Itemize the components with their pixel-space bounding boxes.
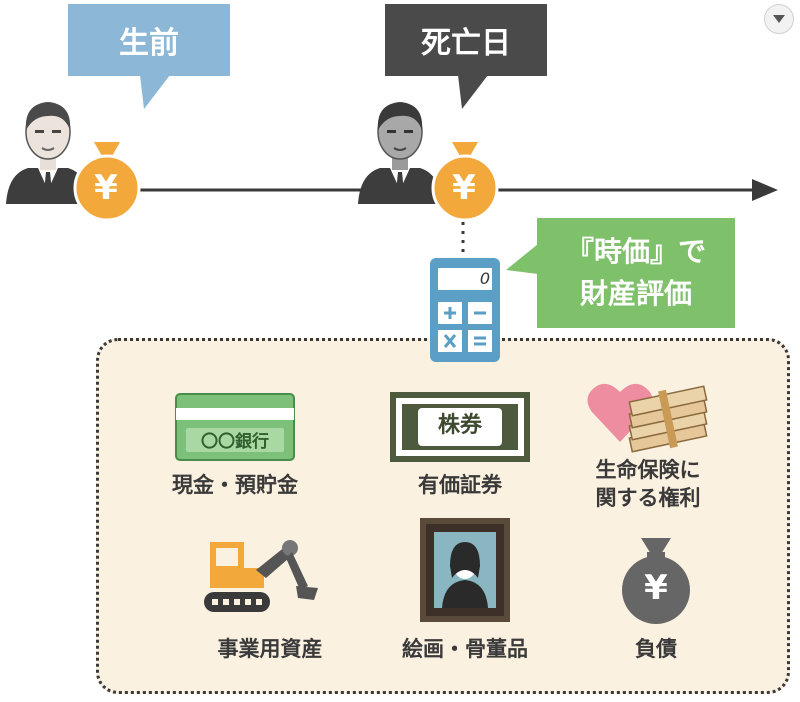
money-bag-icon bbox=[431, 142, 499, 222]
stock-certificate-icon bbox=[390, 392, 530, 462]
asset-label-life-insurance-line2: 関する権利 bbox=[595, 486, 701, 510]
yen-symbol: ¥ bbox=[94, 168, 118, 208]
date-of-death-bubble-tail bbox=[458, 75, 488, 109]
money-bag-icon bbox=[73, 142, 141, 222]
bank-card-icon bbox=[175, 393, 295, 461]
yen-symbol: ¥ bbox=[452, 168, 476, 208]
before-death-bubble-tail bbox=[140, 75, 170, 109]
date-of-death-label: 死亡日 bbox=[421, 26, 511, 61]
market-value-line1: 『時価』で bbox=[565, 235, 706, 268]
excavator-icon bbox=[204, 540, 318, 612]
framed-portrait-icon bbox=[420, 518, 510, 622]
person-icon bbox=[6, 102, 90, 204]
market-value-bubble: 『時価』で 財産評価 bbox=[537, 218, 735, 328]
asset-label-life-insurance-line1: 生命保険に bbox=[595, 458, 701, 482]
calculator-display: 0 bbox=[479, 269, 490, 288]
calculator-icon bbox=[430, 258, 500, 362]
asset-label-business-assets: 事業用資産 bbox=[217, 637, 323, 661]
money-bag-icon bbox=[622, 538, 690, 624]
market-value-line2: 財産評価 bbox=[579, 277, 692, 310]
market-value-bubble-tail bbox=[506, 244, 538, 274]
yen-symbol: ¥ bbox=[644, 568, 668, 608]
asset-label-liabilities: 負債 bbox=[635, 637, 677, 661]
deceased-person-icon bbox=[358, 102, 442, 204]
before-death-bubble: 生前 bbox=[68, 4, 230, 76]
chevron-down-icon bbox=[773, 15, 785, 23]
before-death-label: 生前 bbox=[119, 26, 179, 61]
asset-label-cash-deposits: 現金・預貯金 bbox=[172, 473, 298, 497]
dropdown-button[interactable] bbox=[764, 4, 794, 34]
date-of-death-bubble: 死亡日 bbox=[385, 4, 547, 76]
bank-name-text: 〇〇銀行 bbox=[201, 432, 269, 452]
heart-money-icon bbox=[587, 383, 708, 453]
asset-label-art-antiques: 絵画・骨董品 bbox=[402, 637, 528, 661]
asset-label-securities: 有価証券 bbox=[418, 473, 502, 497]
stock-certificate-text: 株券 bbox=[437, 413, 482, 438]
